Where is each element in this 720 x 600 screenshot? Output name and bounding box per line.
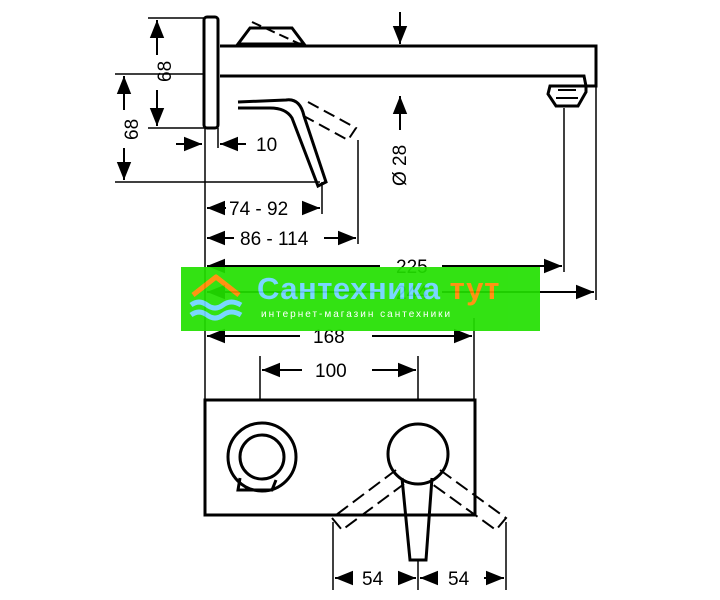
watermark-title: Сантехника тут xyxy=(257,271,500,306)
handle-lever-side xyxy=(237,98,328,189)
house-waves-icon xyxy=(189,274,243,321)
handle-top xyxy=(235,26,307,46)
handle-front xyxy=(386,422,450,486)
front-view: 168 100 54 54 xyxy=(203,305,508,590)
dim-spout-height: 68 xyxy=(155,61,176,82)
dim-handle-height: 68 xyxy=(122,119,143,140)
watermark-title-accent: тут xyxy=(440,271,500,306)
dim-axis-distance: 100 xyxy=(315,361,347,382)
dim-handle-range-2: 86 - 114 xyxy=(240,229,309,250)
watermark-subtitle: интернет-магазин сантехники xyxy=(261,309,453,320)
spout-aerator xyxy=(546,84,588,108)
side-view: Ø 28 68 68 10 74 - 92 86 - 114 xyxy=(115,12,598,305)
watermark-banner: Сантехника тут интернет-магазин сантехни… xyxy=(181,267,540,331)
wall-plate-front xyxy=(203,398,477,517)
dim-handle-range-1: 74 - 92 xyxy=(229,199,288,220)
spout-body xyxy=(220,44,598,88)
wall-plate-side xyxy=(202,15,220,130)
dim-plate-thickness: 10 xyxy=(256,135,277,156)
dim-swing-right: 54 xyxy=(448,569,470,590)
dim-swing-left: 54 xyxy=(362,569,384,590)
handle-lever-front xyxy=(400,477,434,562)
dim-plate-width: 168 xyxy=(313,327,345,348)
dim-spout-diameter: Ø 28 xyxy=(390,145,411,186)
